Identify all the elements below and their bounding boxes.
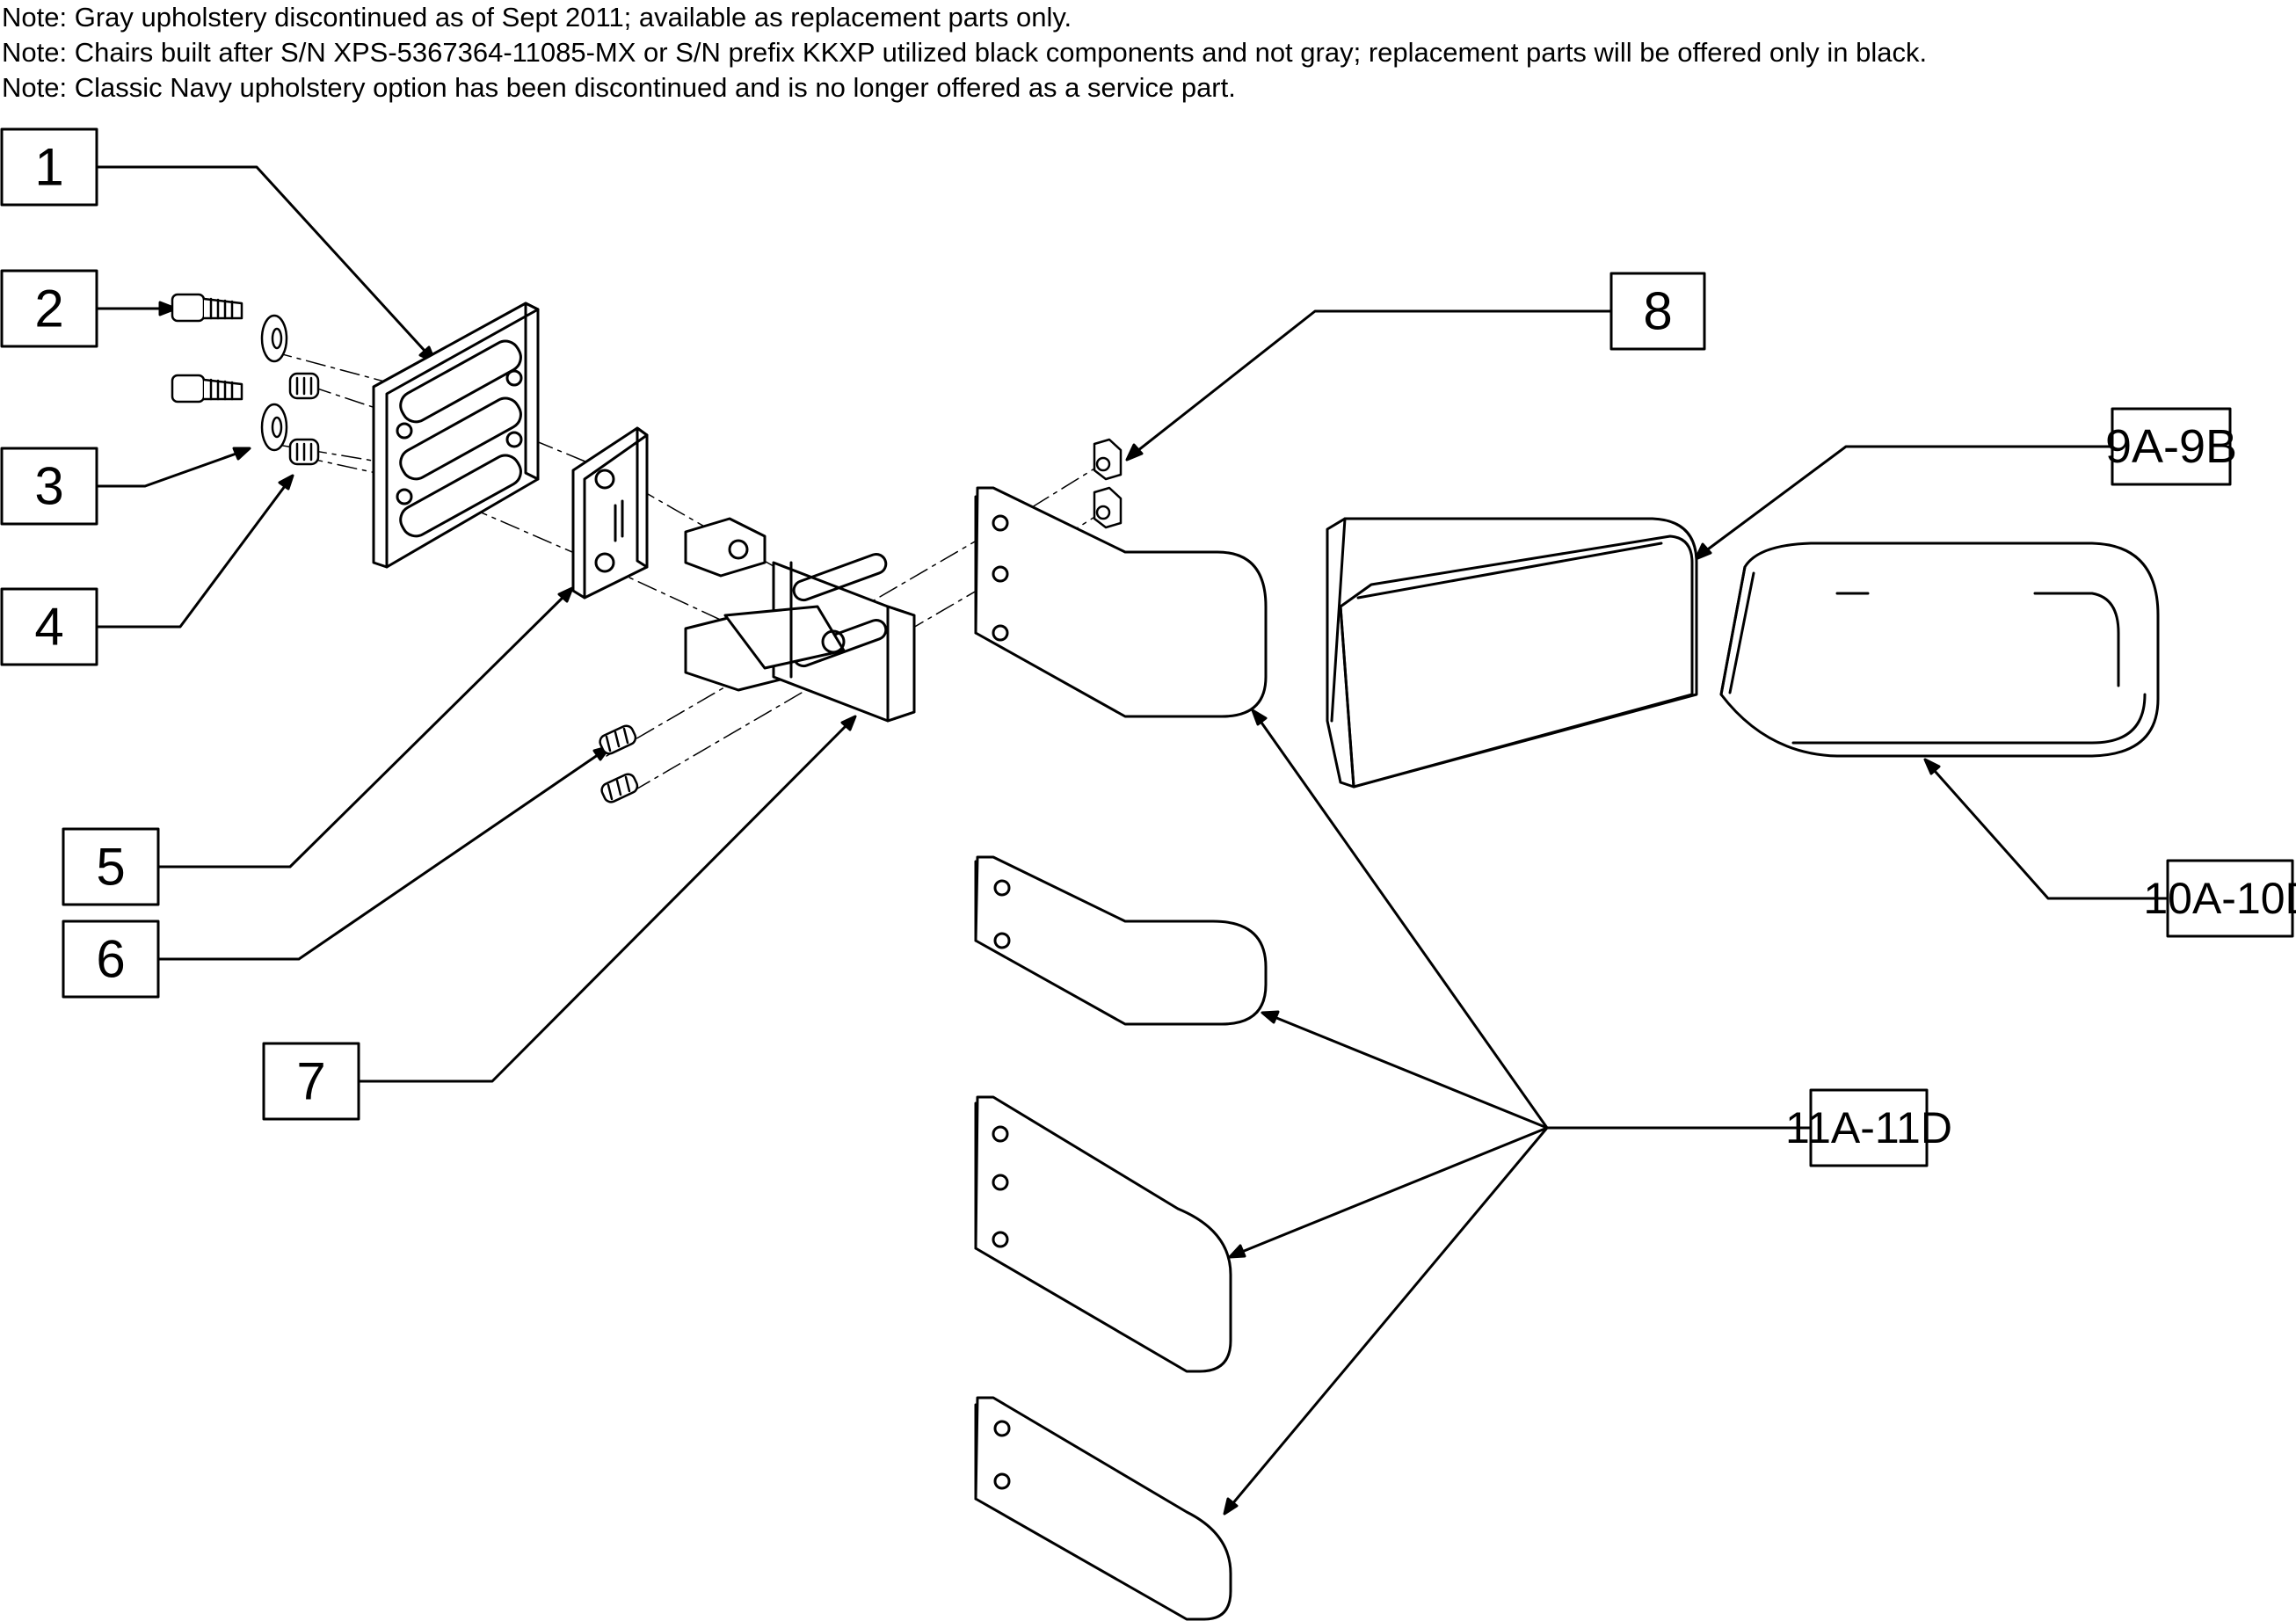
callout-label-8: 8 xyxy=(1643,282,1672,341)
part-3-washer-lower xyxy=(260,403,288,452)
callout-label-11a-11d: 11A-11D xyxy=(1785,1103,1952,1152)
callout-label-1: 1 xyxy=(34,138,63,197)
part-4-set-screw-upper xyxy=(288,372,320,400)
part-6-screw-lower xyxy=(600,773,639,803)
callout-8: 8 xyxy=(1609,272,1706,351)
part-1-mounting-plate xyxy=(372,302,540,569)
part-3-washer-upper xyxy=(260,314,288,363)
callout-10a-10d: 10A-10D xyxy=(2143,859,2296,938)
callout-7: 7 xyxy=(262,1042,360,1121)
part-11d-pad xyxy=(974,1396,1232,1621)
part-9-cushion xyxy=(1326,517,1698,789)
callout-2: 2 xyxy=(0,269,98,348)
note-classic-navy: Note: Classic Navy upholstery option has… xyxy=(2,72,1236,103)
callout-label-9a-9b: 9A-9B xyxy=(2105,420,2237,473)
callout-6: 6 xyxy=(62,920,160,999)
note-black-components: Note: Chairs built after S/N XPS-5367364… xyxy=(2,37,1928,68)
callout-label-5: 5 xyxy=(96,838,125,897)
callout-label-2: 2 xyxy=(34,280,63,338)
part-11a-pad xyxy=(974,486,1268,718)
part-11c-pad xyxy=(974,1095,1232,1373)
notes-block: Note: Gray upholstery discontinued as of… xyxy=(2,0,1927,105)
part-2-screw-upper xyxy=(171,293,243,323)
part-8-nut-upper xyxy=(1093,438,1123,481)
leader-lines xyxy=(95,165,2169,1516)
callout-3: 3 xyxy=(0,447,98,526)
callout-5: 5 xyxy=(62,827,160,906)
part-2-screw-lower xyxy=(171,374,243,403)
part-4-set-screw-lower xyxy=(288,438,320,466)
part-11b-pad xyxy=(974,855,1268,1026)
callout-label-6: 6 xyxy=(96,930,125,989)
callout-11a-11d: 11A-11D xyxy=(1785,1088,1952,1167)
callout-label-3: 3 xyxy=(34,457,63,516)
callout-1: 1 xyxy=(0,127,98,207)
part-6-screw-upper xyxy=(599,724,637,755)
part-7-hinge-assembly xyxy=(684,517,916,723)
callout-4: 4 xyxy=(0,587,98,666)
callout-label-7: 7 xyxy=(296,1052,325,1111)
callout-9a-9b: 9A-9B xyxy=(2105,407,2237,486)
part-5-bracket-block xyxy=(571,426,649,600)
callout-label-4: 4 xyxy=(34,598,63,657)
part-10-upholstery-cover xyxy=(1719,542,2160,758)
note-gray-upholstery: Note: Gray upholstery discontinued as of… xyxy=(2,2,1072,33)
part-8-nut-lower xyxy=(1093,486,1123,529)
